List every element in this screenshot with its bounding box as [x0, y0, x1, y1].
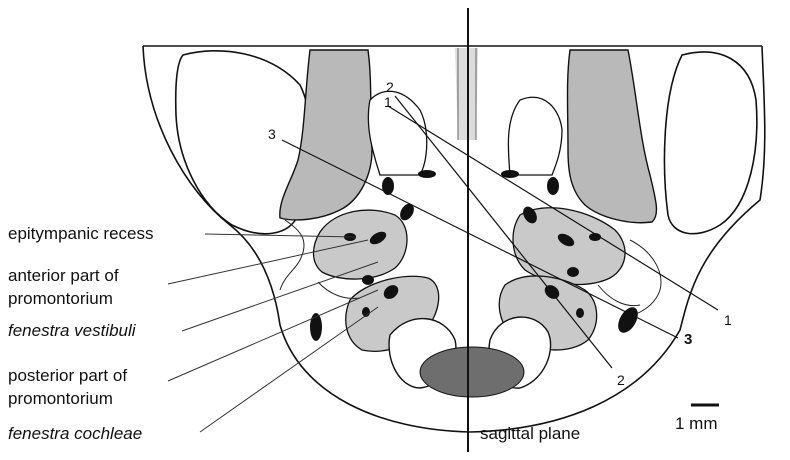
central-right-mass	[508, 97, 562, 175]
section-number-bottom-1: 1	[724, 312, 732, 328]
right-contour-line	[622, 240, 661, 318]
label-posterior-promontorium-line1: posterior part of	[8, 366, 127, 386]
section-number-top-2: 2	[386, 79, 394, 95]
section-number-bottom-3: 3	[684, 332, 692, 348]
label-sagittal-plane: sagittal plane	[480, 424, 580, 444]
window-mark	[547, 177, 559, 195]
label-anterior-promontorium-line1: anterior part of	[8, 266, 119, 286]
window-mark	[362, 275, 374, 285]
label-fenestra-cochleae: fenestra cochleae	[8, 424, 142, 444]
window-mark	[382, 177, 394, 195]
window-mark	[418, 170, 436, 178]
label-scale-bar: 1 mm	[675, 414, 718, 434]
label-fenestra-vestibuli: fenestra vestibuli	[8, 321, 136, 341]
window-mark	[576, 308, 584, 318]
leader-fenestra-cochleae	[200, 307, 378, 432]
right-upper-bone	[568, 50, 657, 223]
dark-bottom-oval	[420, 347, 524, 397]
window-mark	[567, 267, 579, 277]
leader-posterior-promontorium	[168, 290, 378, 381]
right-canal-line	[598, 285, 640, 306]
right-outer-cavity	[665, 52, 757, 234]
window-mark	[501, 170, 519, 178]
section-number-top-3: 3	[268, 126, 276, 142]
label-posterior-promontorium-line2: promontorium	[8, 389, 113, 409]
label-anterior-promontorium-line2: promontorium	[8, 289, 113, 309]
label-epitympanic-recess: epitympanic recess	[8, 224, 154, 244]
central-left-mass	[368, 91, 426, 175]
section-number-top-1: 1	[384, 94, 392, 110]
section-number-bottom-2: 2	[617, 372, 625, 388]
